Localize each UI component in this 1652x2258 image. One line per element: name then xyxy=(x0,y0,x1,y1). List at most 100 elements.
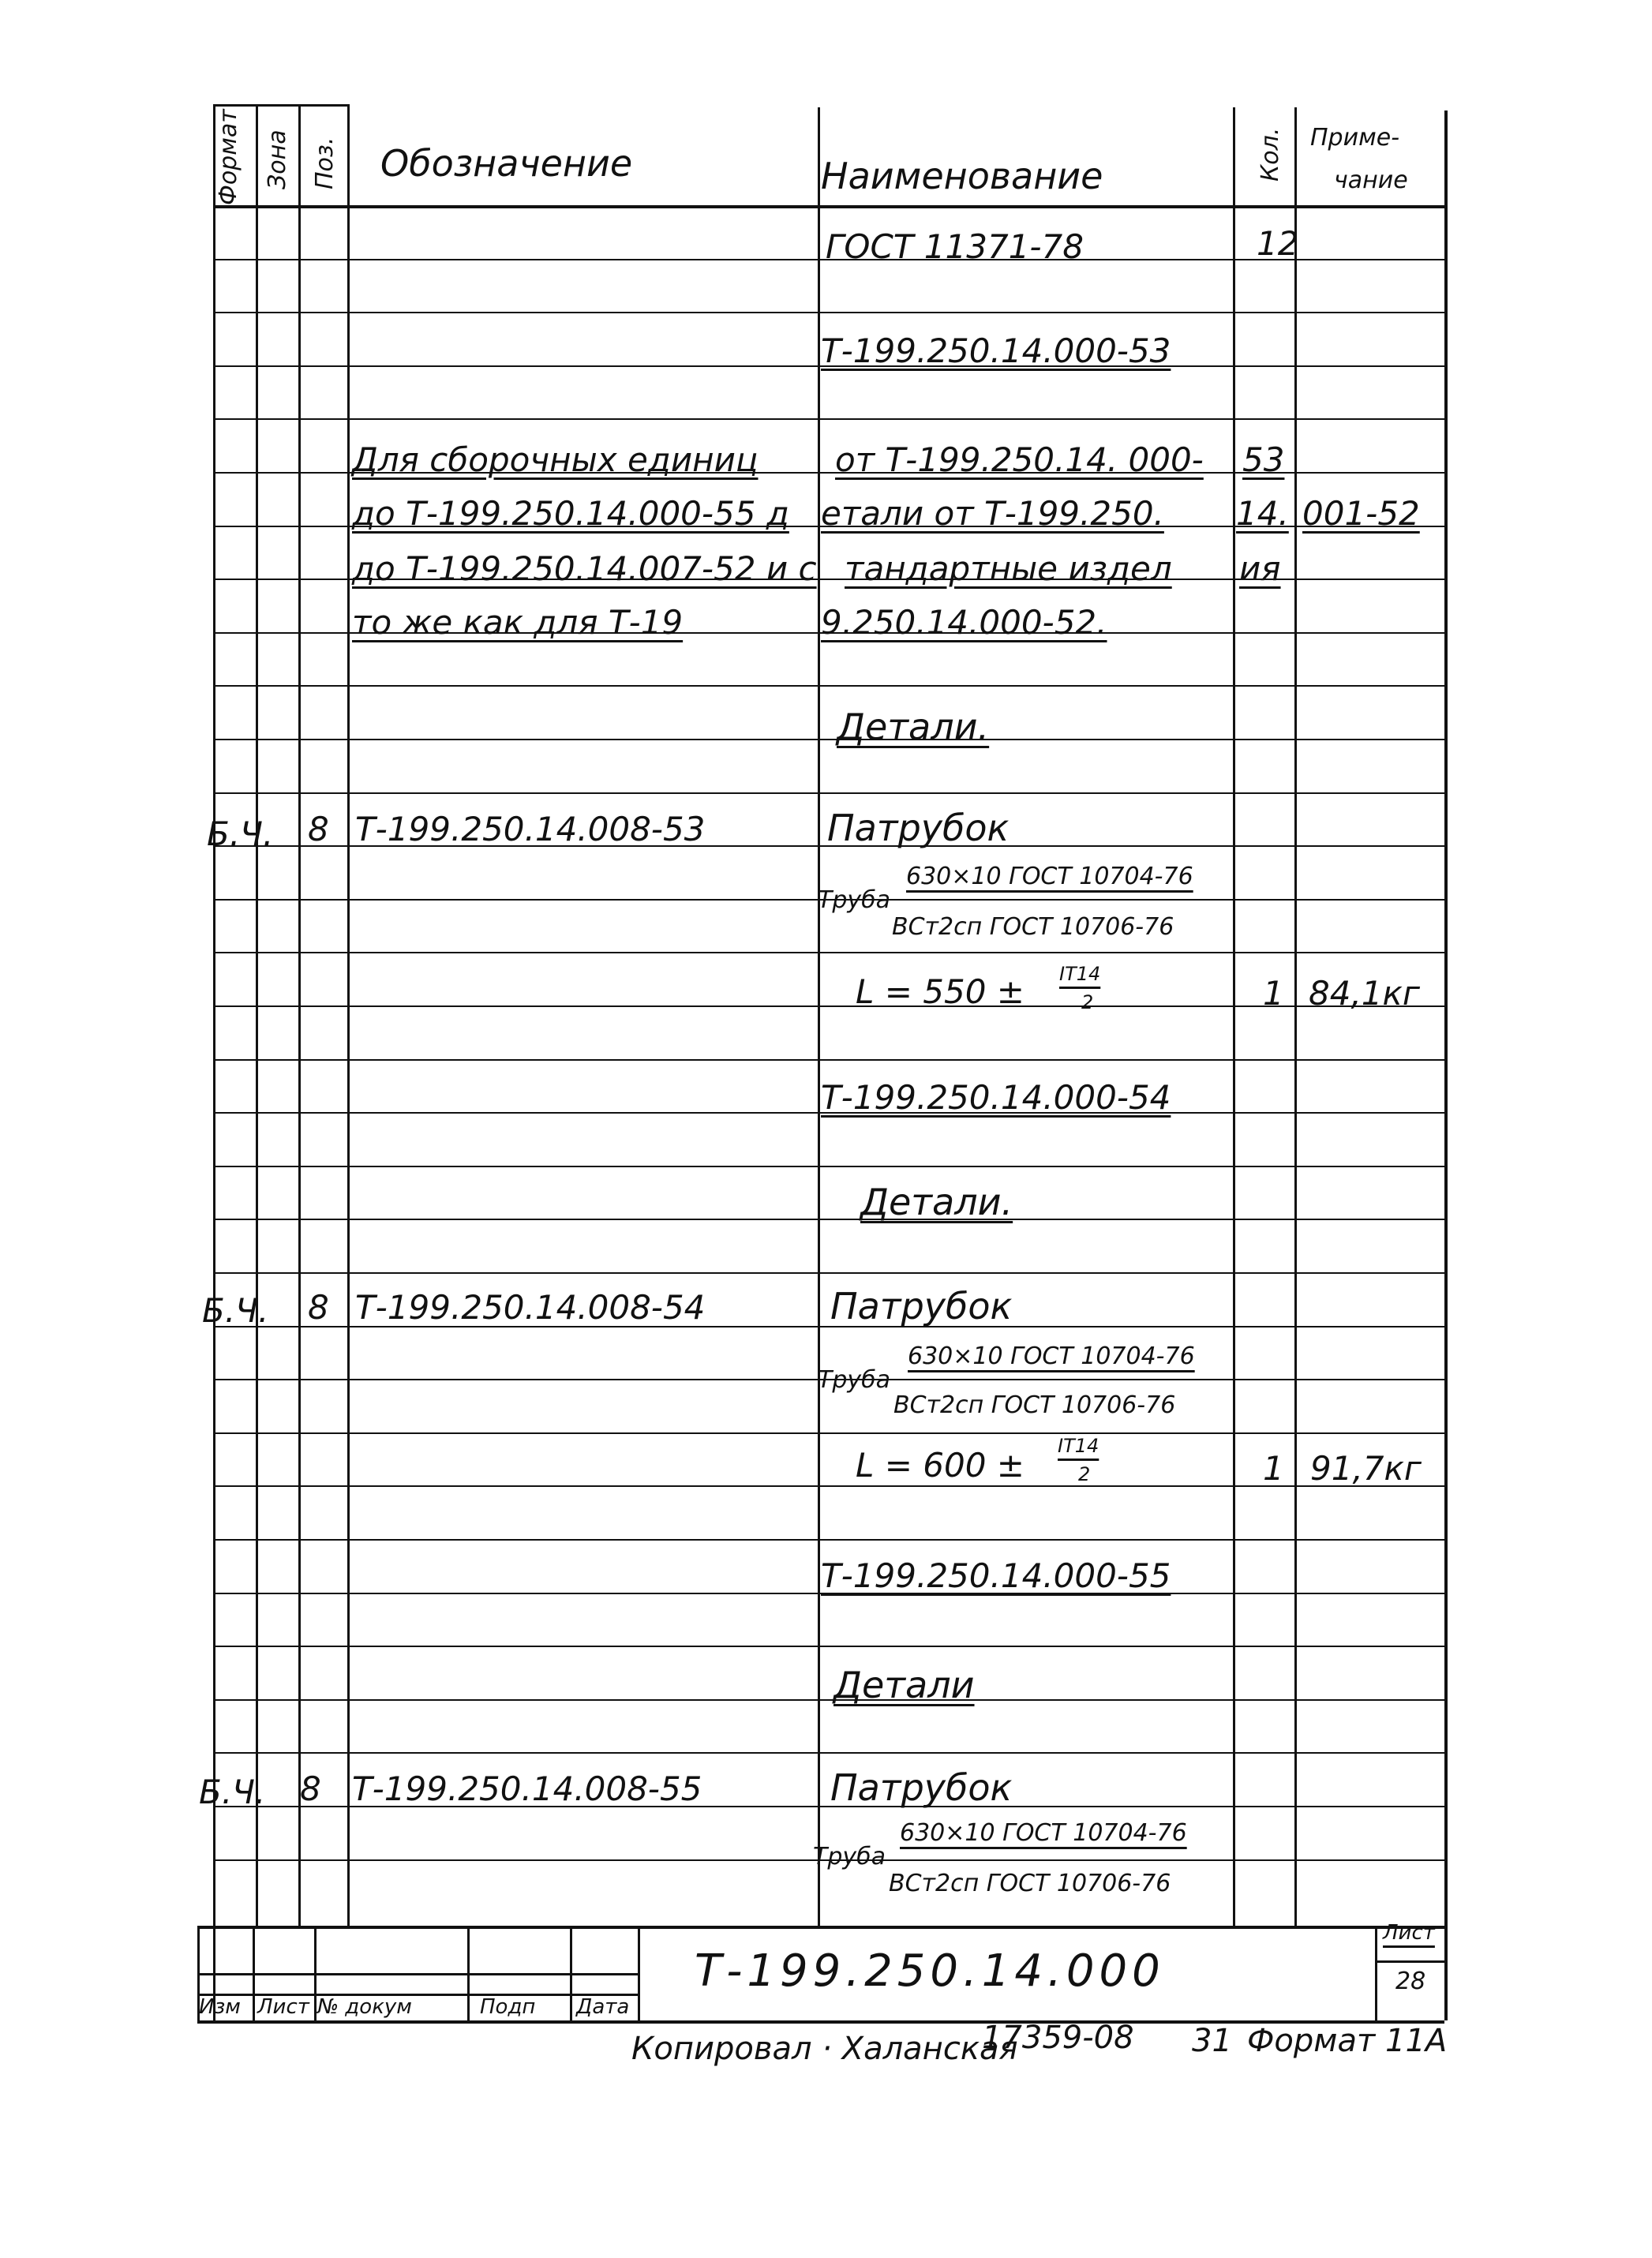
stamp-col xyxy=(314,1926,317,2020)
row5-designation: Для сборочных единиц xyxy=(352,440,759,479)
row21-denominator: ВСт2сп ГОСТ 10706-76 xyxy=(893,1391,1176,1419)
row-line-right xyxy=(1233,472,1444,474)
row6-designation: до Т-199.250.14.000-55 д xyxy=(352,494,789,533)
row29-truba: Труба xyxy=(813,1843,886,1870)
row-line-middle xyxy=(347,685,1233,687)
row-line-middle xyxy=(347,259,1233,260)
row-line-right xyxy=(1233,1539,1444,1541)
row-line-right xyxy=(1233,365,1444,367)
footer-copied-by: Копировал · Халанская xyxy=(631,2031,1018,2067)
row10-name: Детали. xyxy=(837,706,990,748)
row14-frac-den: 2 xyxy=(1081,991,1094,1013)
row-line-right xyxy=(1233,312,1444,313)
row3-name: Т-199.250.14.000-53 xyxy=(821,331,1171,370)
row20-name: Патрубок xyxy=(830,1285,1013,1327)
row26-name: Детали xyxy=(833,1664,975,1706)
row-line-left xyxy=(213,418,347,420)
row21-numerator: 630×10 ГОСТ 10704-76 xyxy=(908,1342,1195,1370)
header-name: Наименование xyxy=(821,155,1103,197)
row12-format: Б.Ч. xyxy=(207,814,274,853)
row-line-right xyxy=(1233,1112,1444,1114)
row-line-middle xyxy=(347,1593,1233,1594)
stamp-document-code: Т-199.250.14.000 xyxy=(695,1945,1165,1997)
row-line-left xyxy=(213,1432,347,1434)
row29-denominator: ВСт2сп ГОСТ 10706-76 xyxy=(889,1870,1171,1897)
stamp-sheet-divider xyxy=(1375,1960,1444,1963)
row-line-right xyxy=(1233,739,1444,740)
row1-qty: 12 xyxy=(1257,224,1299,263)
row-line-right xyxy=(1233,1593,1444,1594)
row14-note: 84,1кг xyxy=(1309,974,1420,1013)
row-line-middle xyxy=(347,1059,1233,1061)
row22-note: 91,7кг xyxy=(1310,1449,1422,1488)
column-divider xyxy=(1233,107,1235,1926)
row28-designation: Т-199.250.14.008-55 xyxy=(352,1769,702,1808)
header-zone: Зона xyxy=(264,129,291,189)
row12-name: Патрубок xyxy=(827,807,1010,849)
row-line-left xyxy=(213,1112,347,1114)
header-note-line2: чание xyxy=(1334,167,1408,194)
row-line-middle xyxy=(347,1166,1233,1167)
row-line-left xyxy=(213,1005,347,1007)
row-line-middle xyxy=(347,312,1233,313)
row7-qty: ия xyxy=(1239,549,1281,588)
row28-name: Патрубок xyxy=(830,1766,1013,1809)
row20-designation: Т-199.250.14.008-54 xyxy=(355,1288,706,1327)
row-line-right xyxy=(1233,952,1444,953)
stamp-mid-line-1 xyxy=(197,1973,639,1975)
row6-qty: 14. xyxy=(1236,494,1289,533)
row-line-right xyxy=(1233,1752,1444,1754)
row-line-left xyxy=(213,1859,347,1861)
row-line-right xyxy=(1233,1272,1444,1274)
footer-order-number: 17359-08 xyxy=(982,2020,1134,2056)
row-line-right xyxy=(1233,1219,1444,1220)
row-line-right xyxy=(1233,1059,1444,1061)
stamp-izm: Изм xyxy=(199,1995,241,2019)
footer-sheet: 31 xyxy=(1192,2023,1232,2059)
row-line-right xyxy=(1233,1699,1444,1701)
row-line-middle xyxy=(347,1752,1233,1754)
column-divider xyxy=(256,104,258,1926)
row-line-right xyxy=(1233,1379,1444,1380)
column-divider xyxy=(347,104,350,1926)
row7-name: тандартные издел xyxy=(845,549,1172,588)
row-line-left xyxy=(213,685,347,687)
row-line-middle xyxy=(347,1699,1233,1701)
row-line-right xyxy=(1233,259,1444,260)
row-line-left xyxy=(213,579,347,580)
row-line-left xyxy=(213,845,347,847)
row12-pos: 8 xyxy=(308,810,329,848)
row-line-left xyxy=(213,1326,347,1327)
row-line-middle xyxy=(347,1272,1233,1274)
row-line-left xyxy=(213,952,347,953)
stamp-col xyxy=(570,1926,572,2020)
row-line-right xyxy=(1233,1646,1444,1647)
row-line-middle xyxy=(347,899,1233,901)
row22-frac-num: IT14 xyxy=(1058,1435,1099,1457)
row-line-left xyxy=(213,1379,347,1380)
row-line-right xyxy=(1233,1859,1444,1861)
row-line-middle xyxy=(347,1379,1233,1380)
row13-truba: Труба xyxy=(818,886,891,914)
row13-numerator: 630×10 ГОСТ 10704-76 xyxy=(906,863,1193,890)
row14-qty: 1 xyxy=(1263,974,1284,1013)
row-line-left xyxy=(213,1646,347,1647)
header-top-line xyxy=(213,104,347,107)
row5-name: от Т-199.250.14. 000- xyxy=(835,440,1204,479)
stamp-col xyxy=(467,1926,470,2020)
row-line-middle xyxy=(347,1806,1233,1807)
row-line-middle xyxy=(347,1646,1233,1647)
row24-name: Т-199.250.14.000-55 xyxy=(821,1556,1171,1595)
row-line-middle xyxy=(347,1219,1233,1220)
row-line-middle xyxy=(347,739,1233,740)
row13-denominator: ВСт2сп ГОСТ 10706-76 xyxy=(892,913,1174,941)
row14-name: L = 550 ± xyxy=(856,972,1025,1011)
row-line-middle xyxy=(347,845,1233,847)
stamp-sheet-col xyxy=(1375,1926,1377,2020)
row22-name: L = 600 ± xyxy=(856,1446,1025,1485)
row28-pos: 8 xyxy=(300,1769,321,1808)
row7-designation: до Т-199.250.14.007-52 и с xyxy=(352,549,817,588)
row-line-middle xyxy=(347,1859,1233,1861)
row-line-left xyxy=(213,1699,347,1701)
row-line-left xyxy=(213,259,347,260)
